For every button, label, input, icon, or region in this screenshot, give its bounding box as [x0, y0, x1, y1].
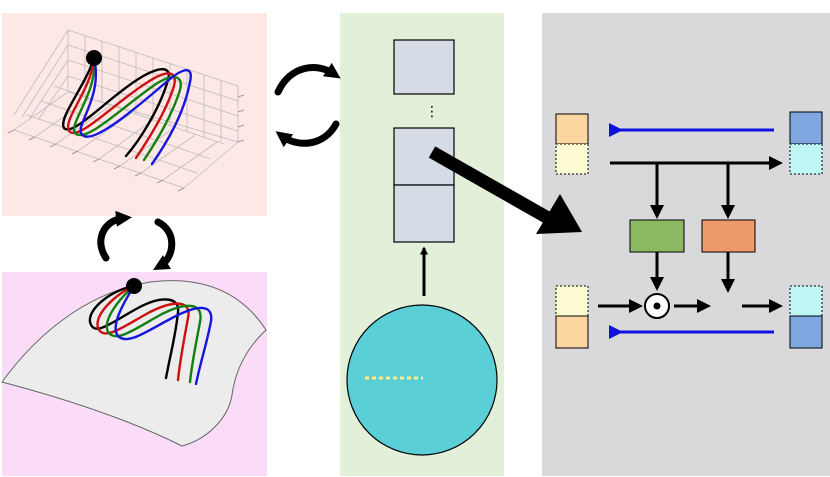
- stack-ellipsis: ⋮: [425, 104, 439, 120]
- state-in-top-cream: [555, 143, 589, 175]
- surface-curve-red: [96, 284, 190, 382]
- curve-green: [72, 56, 182, 162]
- surface-curve-blue: [114, 284, 213, 386]
- surface-curve-green: [105, 284, 202, 384]
- start-point: [86, 50, 102, 66]
- state-out-bottom-blue: [789, 315, 823, 349]
- panel-right: [542, 13, 830, 476]
- panel-top-left: [2, 13, 267, 216]
- surface-plot: [1, 278, 267, 447]
- circled-dot-icon: [644, 293, 670, 319]
- curve-blue: [79, 56, 192, 166]
- state-in-bottom-cream: [555, 285, 589, 317]
- stack-box-bottom: [393, 184, 455, 243]
- state-in-bottom-tan: [555, 315, 589, 349]
- circular-arrows-icon: [97, 210, 176, 270]
- grid-plot-3d: [7, 29, 245, 192]
- orange-gate: [701, 219, 756, 253]
- thick-arrow-right-down-icon: [428, 146, 582, 234]
- surface-start-point: [126, 278, 142, 294]
- stack-box-top: [393, 39, 455, 95]
- circular-arrows-icon: [274, 62, 341, 148]
- state-out-top-cyan: [789, 143, 823, 175]
- state-in-top-tan: [555, 113, 589, 145]
- cell-diagram: [555, 111, 823, 349]
- green-gate: [629, 219, 685, 253]
- surface-curve-black: [88, 284, 180, 380]
- curve-red: [66, 56, 176, 160]
- state-out-top-blue: [789, 111, 823, 145]
- curve-black: [61, 56, 170, 158]
- input-circle: [346, 304, 498, 456]
- state-out-bottom-cyan: [789, 285, 823, 317]
